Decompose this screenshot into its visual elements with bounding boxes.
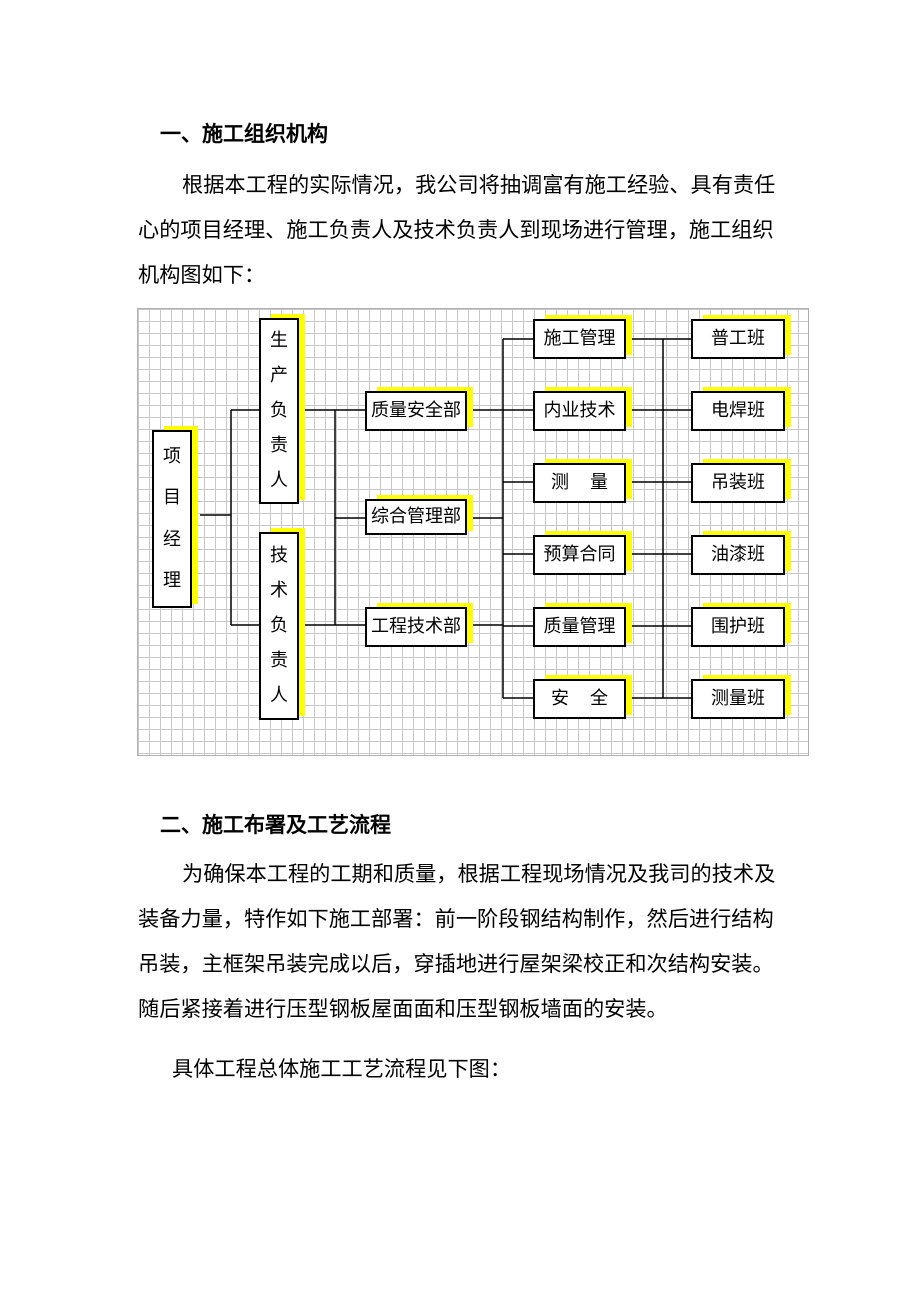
box-label: 测量班 <box>711 688 765 709</box>
box-label: 施工管理 <box>543 328 616 349</box>
team-survey-box: 测量班 <box>691 675 791 719</box>
box-char: 安 <box>551 688 569 709</box>
dept-general-management-box: 综合管理部 <box>365 495 473 535</box>
box-char: 生 <box>270 330 288 352</box>
dept-quality-safety-box: 质量安全部 <box>365 387 473 431</box>
box-label: 综合管理部 <box>371 506 461 527</box>
team-general-labor-box: 普工班 <box>691 315 791 359</box>
box-label: 围护班 <box>711 616 765 637</box>
section2-line: 随后紧接着进行压型钢板屋面面和压型钢板墙面的安装。 <box>138 996 668 1021</box>
project-manager-box: 项 目 经 理 <box>152 426 198 608</box>
section2-note-line: 具体工程总体施工工艺流程见下图： <box>172 1056 512 1081</box>
team-welding-box: 电焊班 <box>691 387 791 431</box>
box-char: 术 <box>270 579 288 601</box>
org-chart: 项 目 经 理 生 产 负 责 人 技 术 负 责 人 质量安全部 综合管理部 … <box>137 308 809 756</box>
section1-line: 机构图如下： <box>138 262 266 287</box>
box-char: 负 <box>270 614 288 636</box>
func-construction-management-box: 施工管理 <box>533 315 632 359</box>
production-lead-box: 生 产 负 责 人 <box>259 314 305 504</box>
section1-line: 根据本工程的实际情况，我公司将抽调富有施工经验、具有责任 <box>182 172 776 197</box>
box-label: 电焊班 <box>711 400 765 421</box>
technical-lead-box: 技 术 负 责 人 <box>259 528 305 720</box>
box-char: 责 <box>270 434 288 456</box>
func-safety-box: 安 全 <box>533 675 632 719</box>
section1-paragraph: 根据本工程的实际情况，我公司将抽调富有施工经验、具有责任 心的项目经理、施工负责… <box>138 162 818 297</box>
section2-line: 吊装，主框架吊装完成以后，穿插地进行屋架梁校正和次结构安装。 <box>138 951 774 976</box>
box-label: 油漆班 <box>711 544 765 565</box>
box-char: 负 <box>270 399 288 421</box>
section1-line: 心的项目经理、施工负责人及技术负责人到现场进行管理，施工组织 <box>138 217 774 242</box>
org-chart-connectors <box>200 338 691 699</box>
func-quality-management-box: 质量管理 <box>533 603 632 647</box>
team-enclosure-box: 围护班 <box>691 603 791 647</box>
team-hoisting-box: 吊装班 <box>691 459 791 503</box>
box-char: 目 <box>163 487 181 509</box>
section2-line: 为确保本工程的工期和质量，根据工程现场情况及我司的技术及 <box>182 861 776 886</box>
section2-line: 装备力量，特作如下施工部署：前一阶段钢结构制作，然后进行结构 <box>138 906 774 931</box>
box-char: 项 <box>163 445 181 467</box>
box-label: 质量安全部 <box>371 400 461 421</box>
box-label: 普工班 <box>711 328 765 349</box>
box-char: 理 <box>163 570 181 592</box>
box-char: 经 <box>163 528 181 550</box>
box-char: 人 <box>270 685 288 707</box>
box-char: 人 <box>270 469 288 491</box>
box-char: 量 <box>590 472 608 493</box>
box-char: 技 <box>270 544 288 566</box>
func-budget-contract-box: 预算合同 <box>533 531 632 575</box>
section1-title: 一、施工组织机构 <box>160 121 328 146</box>
func-survey-box: 测 量 <box>533 459 632 503</box>
box-label: 工程技术部 <box>371 616 461 637</box>
box-label: 吊装班 <box>711 472 765 493</box>
box-label: 内业技术 <box>543 400 616 421</box>
dept-engineering-tech-box: 工程技术部 <box>365 603 473 647</box>
team-painting-box: 油漆班 <box>691 531 791 575</box>
box-char: 测 <box>551 472 569 493</box>
box-label: 预算合同 <box>543 544 616 565</box>
box-char: 产 <box>270 365 288 387</box>
section2-paragraph: 为确保本工程的工期和质量，根据工程现场情况及我司的技术及 装备力量，特作如下施工… <box>138 851 818 1031</box>
section2-title: 二、施工布署及工艺流程 <box>160 812 391 837</box>
section2-note: 具体工程总体施工工艺流程见下图： <box>138 1046 818 1091</box>
box-char: 全 <box>590 688 608 709</box>
box-char: 责 <box>270 650 288 672</box>
box-label: 质量管理 <box>543 616 616 637</box>
func-internal-tech-box: 内业技术 <box>533 387 632 431</box>
